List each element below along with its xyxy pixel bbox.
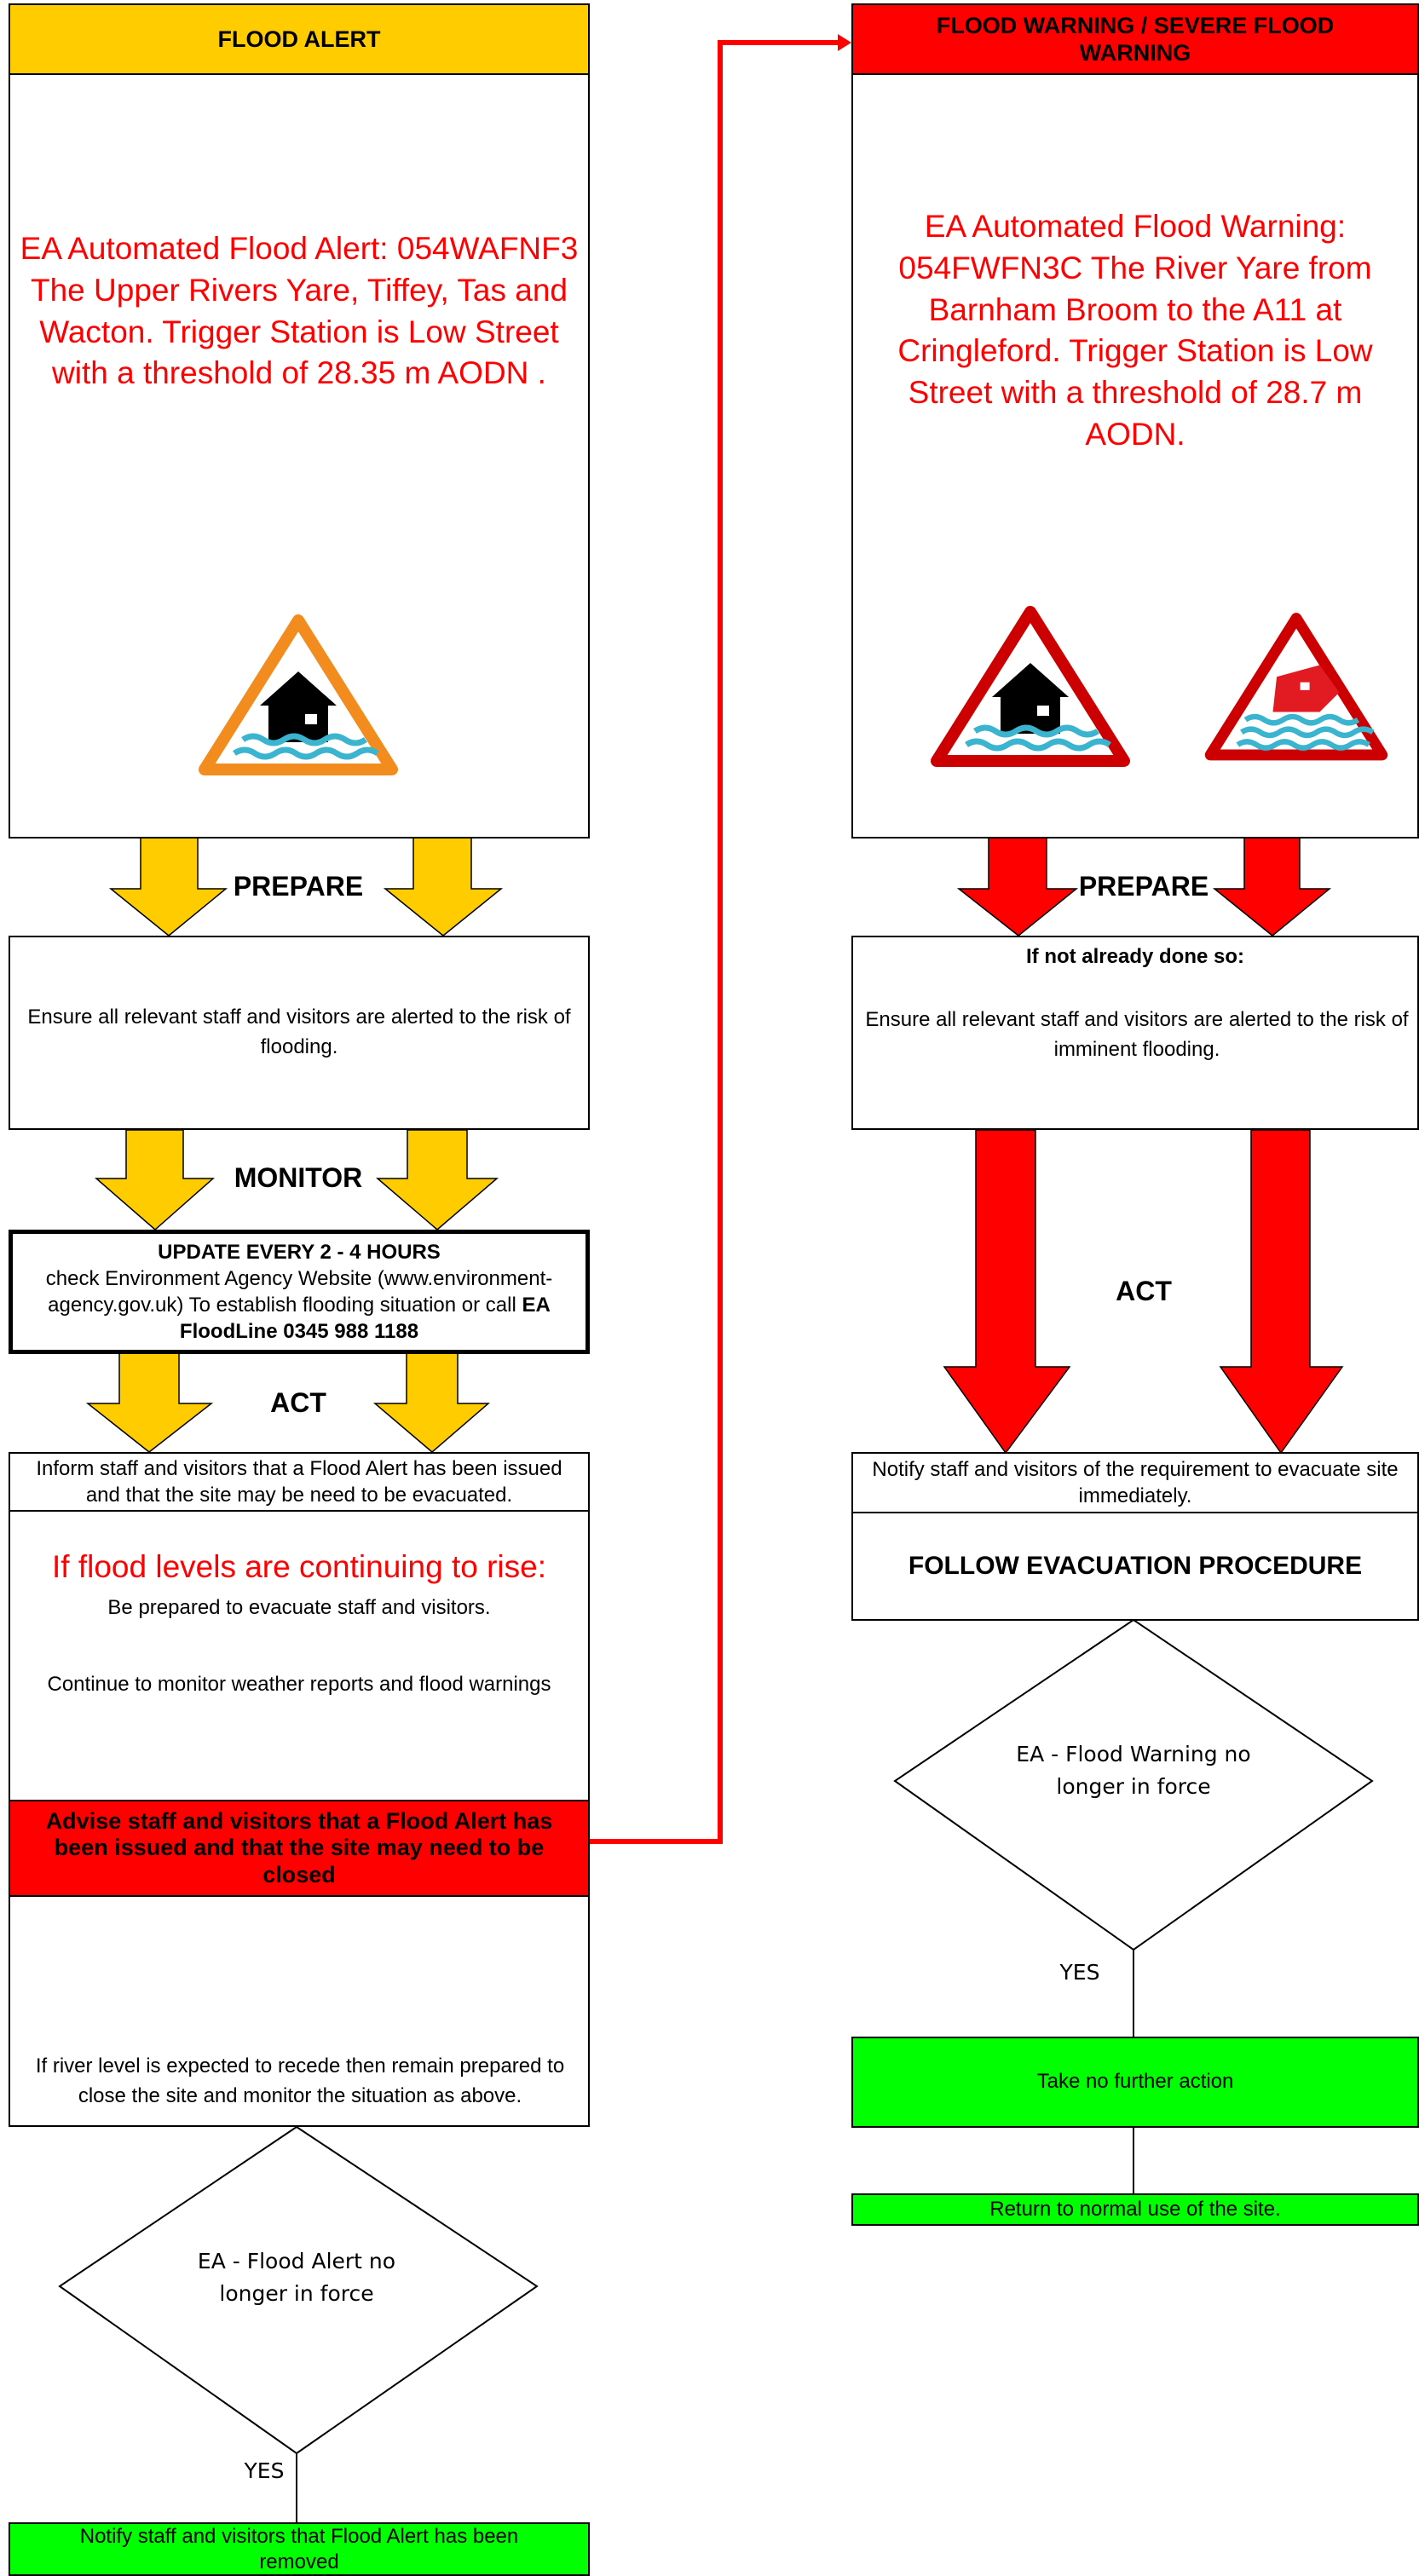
return-box: Return to normal use of the site. bbox=[851, 2193, 1419, 2226]
connector-arrowhead bbox=[838, 34, 851, 51]
prepare-box-right: If not already done so: Ensure all relev… bbox=[851, 936, 1419, 1130]
monitor-weather-text: Continue to monitor weather reports and … bbox=[47, 1673, 551, 1696]
prepare-text-right: Ensure all relevant staff and visitors a… bbox=[865, 1008, 1409, 1061]
rising-box: If flood levels are continuing to rise: … bbox=[9, 1510, 590, 1801]
prepare-label-right: PREPARE bbox=[1078, 871, 1209, 902]
rising-text: Be prepared to evacuate staff and visito… bbox=[107, 1596, 491, 1619]
prepare-text-left: Ensure all relevant staff and visitors a… bbox=[27, 1006, 571, 1058]
flood-alert-header-label: FLOOD ALERT bbox=[217, 26, 381, 52]
yes-label-right: YES bbox=[1059, 1960, 1100, 1985]
monitor-label: MONITOR bbox=[234, 1162, 363, 1193]
no-action-text: Take no further action bbox=[1036, 2070, 1234, 2094]
arrow-monitor-left-1 bbox=[94, 1129, 215, 1230]
update-box: UPDATE EVERY 2 - 4 HOURS check Environme… bbox=[9, 1230, 590, 1354]
arrow-act-right-1 bbox=[943, 1129, 1071, 1455]
flood-warning-header: FLOOD WARNING / SEVERE FLOOD WARNING bbox=[851, 3, 1419, 75]
yes-label-left: YES bbox=[244, 2458, 285, 2483]
connector-to-warning bbox=[590, 40, 841, 1844]
flood-warning-header-label: FLOOD WARNING / SEVERE FLOOD WARNING bbox=[936, 12, 1335, 66]
decision-text-right: EA - Flood Warning no longer in force bbox=[1016, 1742, 1251, 1799]
arrow-act-right-2 bbox=[1219, 1129, 1344, 1455]
act-label-left: ACT bbox=[270, 1387, 326, 1418]
notify-text: Notify staff and visitors of the require… bbox=[872, 1457, 1399, 1507]
inform-box: Inform staff and visitors that a Flood A… bbox=[9, 1452, 590, 1512]
prepare-box-left: Ensure all relevant staff and visitors a… bbox=[9, 936, 590, 1130]
update-text-pre: check Environment Agency Website (www.en… bbox=[45, 1266, 553, 1317]
flood-warning-text: EA Automated Flood Warning: 054FWFN3C Th… bbox=[897, 209, 1373, 452]
flood-alert-header: FLOOD ALERT bbox=[9, 3, 590, 75]
severe-flood-warning-icon bbox=[1204, 613, 1388, 761]
recede-box: If river level is expected to recede the… bbox=[9, 1895, 590, 2127]
update-title: UPDATE EVERY 2 - 4 HOURS bbox=[158, 1240, 441, 1264]
follow-procedure-text: FOLLOW EVACUATION PROCEDURE bbox=[908, 1552, 1363, 1580]
arrow-monitor-left-2 bbox=[375, 1129, 499, 1230]
flood-warning-icon bbox=[931, 606, 1130, 767]
update-text: check Environment Agency Website (www.en… bbox=[20, 1265, 579, 1346]
recede-text: If river level is expected to recede the… bbox=[35, 2054, 565, 2107]
prepare-title-right: If not already done so: bbox=[1025, 945, 1245, 968]
notify-box: Notify staff and visitors of the require… bbox=[851, 1452, 1419, 1513]
return-text: Return to normal use of the site. bbox=[989, 2197, 1281, 2221]
flood-alert-box: EA Automated Flood Alert: 054WAFNF3 The … bbox=[9, 73, 590, 838]
arrow-prepare-left-2 bbox=[383, 836, 504, 936]
follow-procedure-box: FOLLOW EVACUATION PROCEDURE bbox=[851, 1512, 1419, 1621]
arrow-prepare-right-2 bbox=[1212, 836, 1332, 936]
flood-warning-box: EA Automated Flood Warning: 054FWFN3C Th… bbox=[851, 73, 1419, 838]
flood-alert-text: EA Automated Flood Alert: 054WAFNF3 The … bbox=[20, 231, 579, 391]
arrow-prepare-left-1 bbox=[108, 836, 228, 936]
flood-alert-icon bbox=[199, 614, 398, 775]
no-action-box: Take no further action bbox=[851, 2037, 1419, 2128]
rising-title: If flood levels are continuing to rise: bbox=[52, 1549, 546, 1584]
advise-box: Advise staff and visitors that a Flood A… bbox=[9, 1800, 590, 1897]
decision-text-left: EA - Flood Alert no longer in force bbox=[197, 2249, 396, 2306]
update-floodline: EA FloodLine 0345 988 1188 bbox=[179, 1294, 551, 1344]
final-text-left: Notify staff and visitors that Flood Ale… bbox=[79, 2524, 519, 2573]
arrow-act-left-2 bbox=[372, 1351, 491, 1453]
prepare-label-left: PREPARE bbox=[233, 871, 364, 902]
inform-text: Inform staff and visitors that a Flood A… bbox=[36, 1456, 562, 1507]
arrow-prepare-right-1 bbox=[956, 836, 1079, 936]
final-box-left: Notify staff and visitors that Flood Ale… bbox=[9, 2522, 590, 2576]
arrow-act-left-1 bbox=[85, 1351, 214, 1453]
advise-text: Advise staff and visitors that a Flood A… bbox=[45, 1808, 553, 1887]
act-label-right: ACT bbox=[1116, 1276, 1172, 1306]
